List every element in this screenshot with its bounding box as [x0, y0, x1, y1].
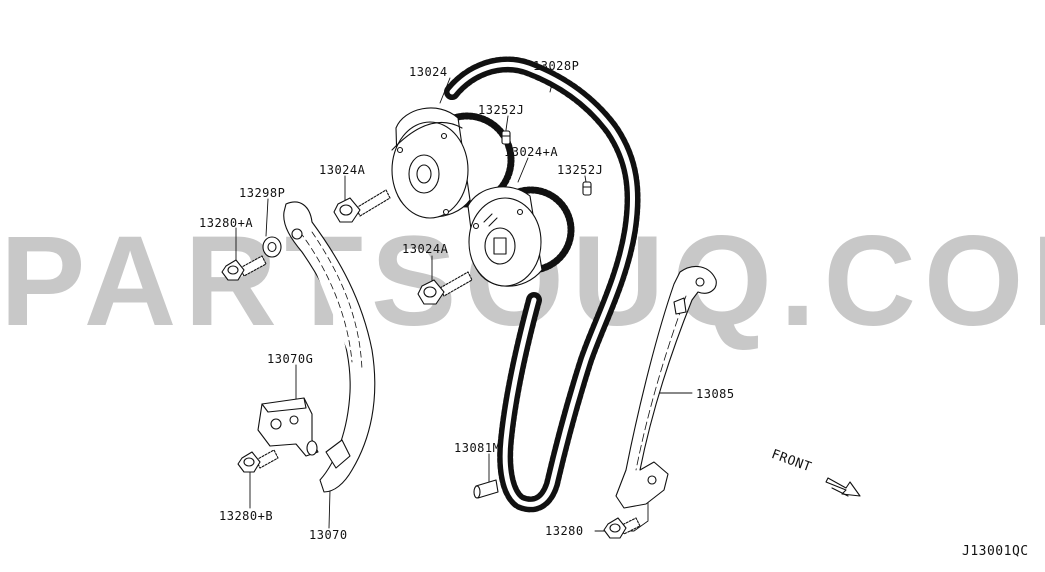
guide-pin-13081M[interactable] — [473, 479, 499, 499]
chain-tensioner-13070G[interactable] — [257, 397, 319, 457]
washer-13298P[interactable] — [262, 236, 282, 258]
cam-bolt-13024A-a[interactable] — [333, 189, 391, 223]
cam-bolt-13024A-b[interactable] — [417, 271, 473, 305]
label-13081M[interactable]: 13081M — [454, 441, 501, 455]
dowel-pin-13252J-a[interactable] — [501, 130, 511, 145]
label-13028P[interactable]: 13028P — [533, 59, 580, 73]
label-13085[interactable]: 13085 — [696, 387, 735, 401]
label-13024A-plus[interactable]: 13024+A — [504, 145, 559, 159]
cam-sprocket-13024[interactable] — [391, 107, 515, 219]
label-13252J-a[interactable]: 13252J — [478, 103, 525, 117]
slack-guide-13085[interactable] — [615, 265, 717, 509]
dowel-pin-13252J-b[interactable] — [582, 181, 592, 196]
front-arrow-icon — [825, 477, 861, 497]
timing-chain-13028P[interactable] — [444, 56, 641, 513]
label-13070G[interactable]: 13070G — [267, 352, 314, 366]
label-13280B-plus[interactable]: 13280+B — [219, 509, 274, 523]
label-13024[interactable]: 13024 — [409, 65, 448, 79]
label-13280A-plus[interactable]: 13280+A — [199, 216, 254, 230]
bolt-13280B-plus[interactable] — [237, 449, 279, 473]
cam-sprocket-13024A-plus[interactable] — [467, 186, 575, 287]
label-13298P[interactable]: 13298P — [239, 186, 286, 200]
bolt-13280A-plus[interactable] — [221, 255, 267, 281]
label-13024A-a[interactable]: 13024A — [319, 163, 366, 177]
bolt-13280[interactable] — [603, 517, 641, 539]
tensioner-guide-13070[interactable] — [283, 201, 376, 493]
diagram-code: J13001QC — [962, 544, 1029, 559]
label-13280[interactable]: 13280 — [545, 524, 584, 538]
label-13252J-b[interactable]: 13252J — [557, 163, 604, 177]
label-13024A-b[interactable]: 13024A — [402, 242, 449, 256]
label-13070[interactable]: 13070 — [309, 528, 348, 542]
leader-lines — [235, 71, 693, 532]
